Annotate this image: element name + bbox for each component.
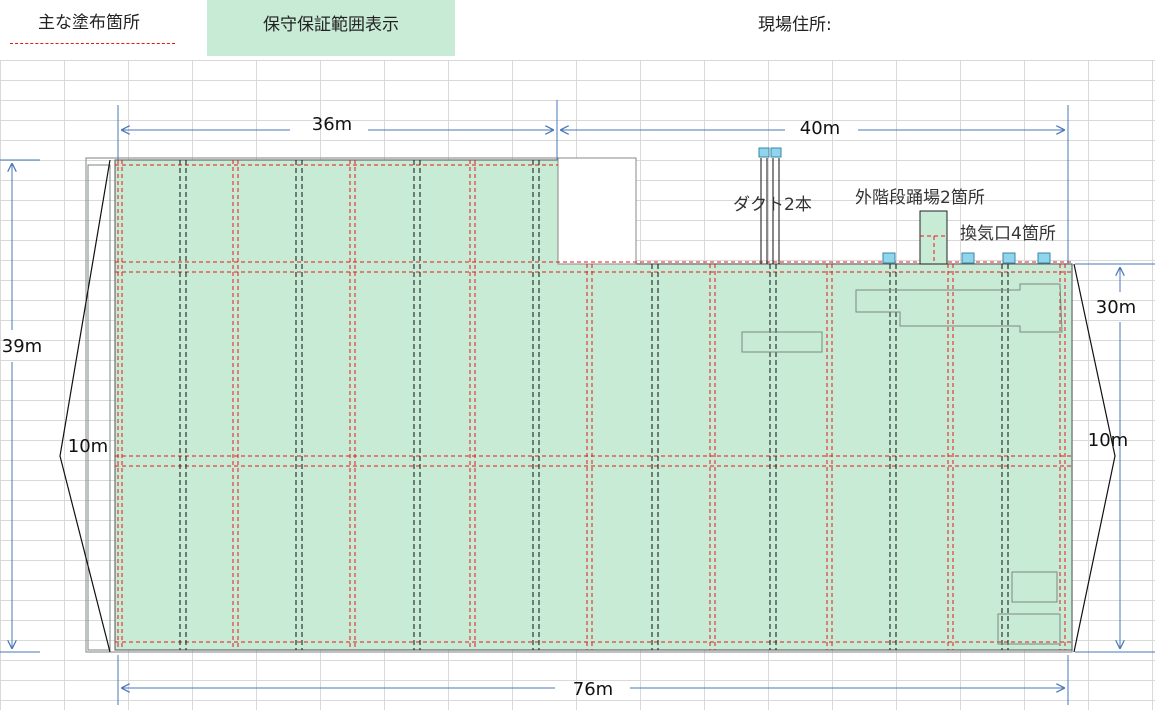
right-wedge xyxy=(1073,263,1116,653)
duct-cap-2 xyxy=(770,147,782,158)
vent-1 xyxy=(882,252,896,264)
dim-label-left-total: 39m xyxy=(2,336,42,357)
roof-plan-diagram: ダクト2本 外階段踊場2箇所 換気口4箇所 36m 40m 39m 10m 30… xyxy=(0,100,1155,705)
address-label: 現場住所: xyxy=(758,15,832,35)
header-bar: 主な塗布箇所 保守保証範囲表示 現場住所: xyxy=(0,0,1155,60)
duct-cap-1 xyxy=(758,147,770,158)
left-wedge xyxy=(59,159,111,653)
dim-label-right-upper: 30m xyxy=(1096,297,1136,318)
stair-label: 外階段踊場2箇所 xyxy=(855,188,985,208)
dim-label-left-inner: 10m xyxy=(68,436,108,457)
dim-label-top-left: 36m xyxy=(312,114,352,135)
interior-details xyxy=(87,164,1063,651)
dim-label-right-inner: 10m xyxy=(1088,430,1128,451)
upper-right-panel xyxy=(557,157,637,265)
legend-dashed-line xyxy=(10,43,175,44)
duct-lines xyxy=(760,158,780,264)
vent-3 xyxy=(1002,252,1016,264)
legend-label: 主な塗布箇所 xyxy=(38,13,140,33)
warranty-label: 保守保証範囲表示 xyxy=(263,15,399,35)
warranty-legend-box: 保守保証範囲表示 xyxy=(207,0,455,56)
duct-label: ダクト2本 xyxy=(733,195,812,215)
dim-label-bottom: 76m xyxy=(573,679,613,700)
vent-2 xyxy=(961,252,975,264)
vent-label: 換気口4箇所 xyxy=(960,224,1056,244)
vent-4 xyxy=(1037,252,1051,264)
coverage-grid xyxy=(115,160,1072,650)
dim-label-top-right: 40m xyxy=(800,118,840,139)
